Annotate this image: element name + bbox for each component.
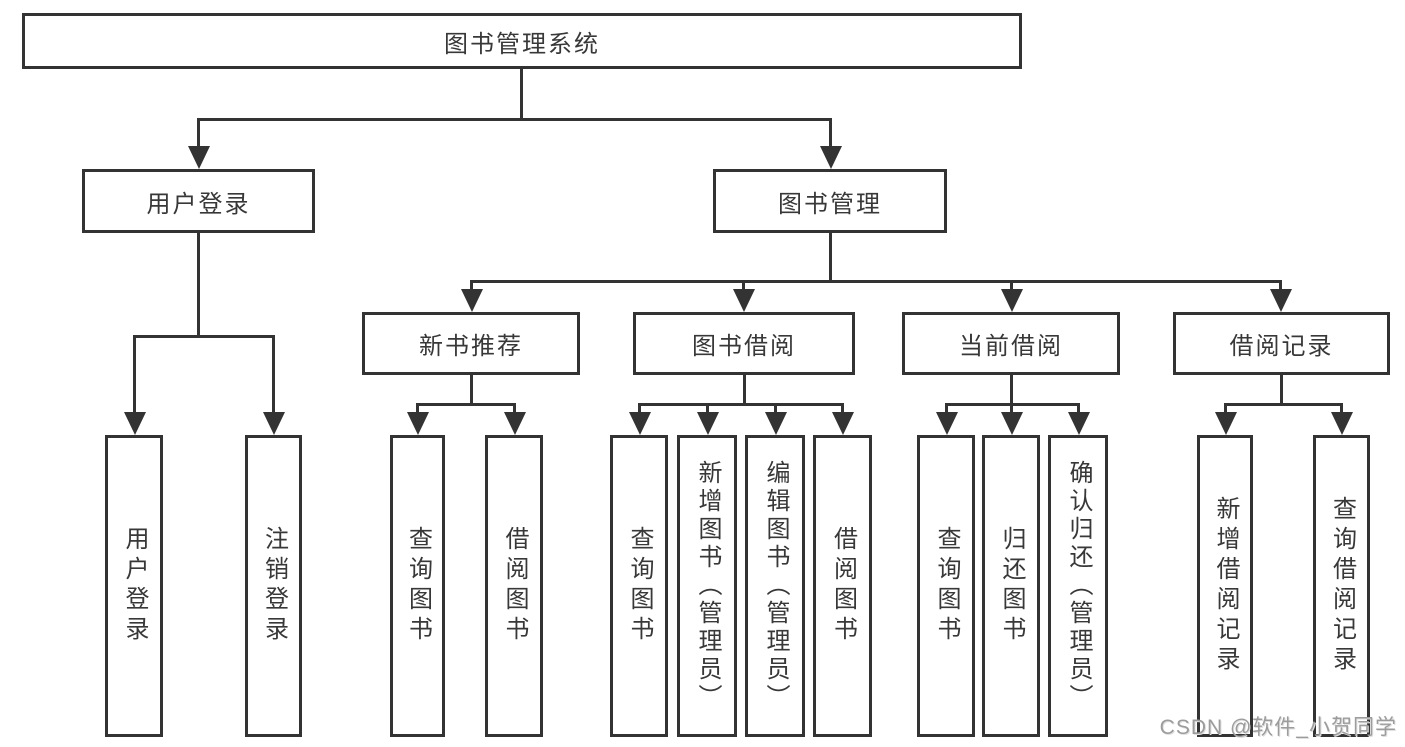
connector-line <box>1340 403 1343 415</box>
leaf-query-record: 查询借阅记录 <box>1313 435 1370 737</box>
connector-line <box>520 66 523 121</box>
arrowhead-down-icon <box>1001 289 1023 312</box>
leaf-borrow-book-1-label: 借阅图书 <box>501 526 528 646</box>
connector-line <box>638 403 641 415</box>
node-book-borrow: 图书借阅 <box>633 312 855 375</box>
connector-line <box>197 118 200 148</box>
node-book-mgmt-label: 图书管理 <box>778 190 882 218</box>
connector-line <box>197 118 832 121</box>
connector-line <box>513 403 516 415</box>
arrowhead-down-icon <box>124 412 146 435</box>
leaf-borrow-book-1: 借阅图书 <box>485 435 543 737</box>
node-borrow-record: 借阅记录 <box>1173 312 1390 375</box>
arrowhead-down-icon <box>1215 412 1237 435</box>
connector-line <box>197 233 200 338</box>
node-new-book-rec: 新书推荐 <box>362 312 580 375</box>
arrowhead-down-icon <box>765 412 787 435</box>
leaf-query-book-3-label: 查询图书 <box>933 526 960 646</box>
arrowhead-down-icon <box>504 412 526 435</box>
leaf-user-login: 用户登录 <box>105 435 163 737</box>
arrowhead-down-icon <box>1068 412 1090 435</box>
connector-line <box>272 335 275 415</box>
leaf-logout: 注销登录 <box>245 435 302 737</box>
leaf-edit-book-label: 编辑图书（管理员） <box>762 460 789 712</box>
arrowhead-down-icon <box>733 289 755 312</box>
arrowhead-down-icon <box>1270 289 1292 312</box>
connector-line <box>829 118 832 148</box>
connector-line <box>841 403 844 415</box>
arrowhead-down-icon <box>1001 412 1023 435</box>
connector-line <box>706 403 709 415</box>
leaf-query-book-3: 查询图书 <box>917 435 975 737</box>
connector-line <box>829 233 832 283</box>
node-root: 图书管理系统 <box>22 13 1022 69</box>
connector-line <box>1224 403 1227 415</box>
leaf-confirm-return: 确认归还（管理员） <box>1048 435 1108 737</box>
leaf-confirm-return-label: 确认归还（管理员） <box>1065 460 1092 712</box>
arrowhead-down-icon <box>697 412 719 435</box>
connector-line <box>743 375 746 406</box>
leaf-return-book: 归还图书 <box>982 435 1040 737</box>
node-book-borrow-label: 图书借阅 <box>692 333 796 360</box>
leaf-query-book-2: 查询图书 <box>610 435 668 737</box>
arrowhead-down-icon <box>461 289 483 312</box>
leaf-add-book: 新增图书（管理员） <box>677 435 737 737</box>
connector-line <box>742 280 745 292</box>
arrowhead-down-icon <box>407 412 429 435</box>
node-borrow-record-label: 借阅记录 <box>1229 333 1334 360</box>
node-root-label: 图书管理系统 <box>444 30 600 58</box>
connector-line <box>1280 375 1283 406</box>
connector-line <box>1010 280 1013 292</box>
leaf-query-record-label: 查询借阅记录 <box>1328 496 1356 676</box>
leaf-logout-label: 注销登录 <box>260 526 288 646</box>
leaf-add-record: 新增借阅记录 <box>1197 435 1253 737</box>
leaf-borrow-book-2-label: 借阅图书 <box>829 526 857 646</box>
leaf-edit-book: 编辑图书（管理员） <box>745 435 805 737</box>
connector-line <box>1010 403 1013 415</box>
arrowhead-down-icon <box>936 412 958 435</box>
node-current-borrow: 当前借阅 <box>902 312 1120 375</box>
node-book-mgmt: 图书管理 <box>713 169 947 233</box>
connector-line <box>470 280 473 292</box>
connector-line <box>1279 280 1282 292</box>
leaf-borrow-book-2: 借阅图书 <box>813 435 872 737</box>
leaf-add-record-label: 新增借阅记录 <box>1212 496 1239 676</box>
arrowhead-down-icon <box>832 412 854 435</box>
arrowhead-down-icon <box>188 146 210 169</box>
connector-line <box>1010 375 1013 406</box>
connector-line <box>133 335 136 415</box>
connector-line <box>774 403 777 415</box>
connector-line <box>945 403 948 415</box>
node-user-login: 用户登录 <box>82 169 315 233</box>
connector-line <box>416 403 419 415</box>
leaf-user-login-label: 用户登录 <box>121 526 148 646</box>
arrowhead-down-icon <box>629 412 651 435</box>
arrowhead-down-icon <box>1331 412 1353 435</box>
leaf-query-book-1-label: 查询图书 <box>404 526 432 646</box>
leaf-query-book-2-label: 查询图书 <box>626 526 653 646</box>
csdn-watermark: CSDN @软件_小贺同学 <box>1159 716 1397 739</box>
connector-line <box>470 280 1282 283</box>
connector-line <box>133 335 275 338</box>
arrowhead-down-icon <box>263 412 285 435</box>
leaf-return-book-label: 归还图书 <box>998 526 1025 646</box>
connector-line <box>638 403 844 406</box>
node-current-borrow-label: 当前借阅 <box>959 333 1063 360</box>
leaf-query-book-1: 查询图书 <box>390 435 445 737</box>
connector-line <box>470 375 473 406</box>
connector-line <box>416 403 516 406</box>
connector-line <box>1224 403 1343 406</box>
connector-line <box>1077 403 1080 415</box>
node-user-login-label: 用户登录 <box>146 190 251 218</box>
leaf-add-book-label: 新增图书（管理员） <box>694 460 721 712</box>
node-new-book-rec-label: 新书推荐 <box>419 333 523 360</box>
arrowhead-down-icon <box>820 146 842 169</box>
